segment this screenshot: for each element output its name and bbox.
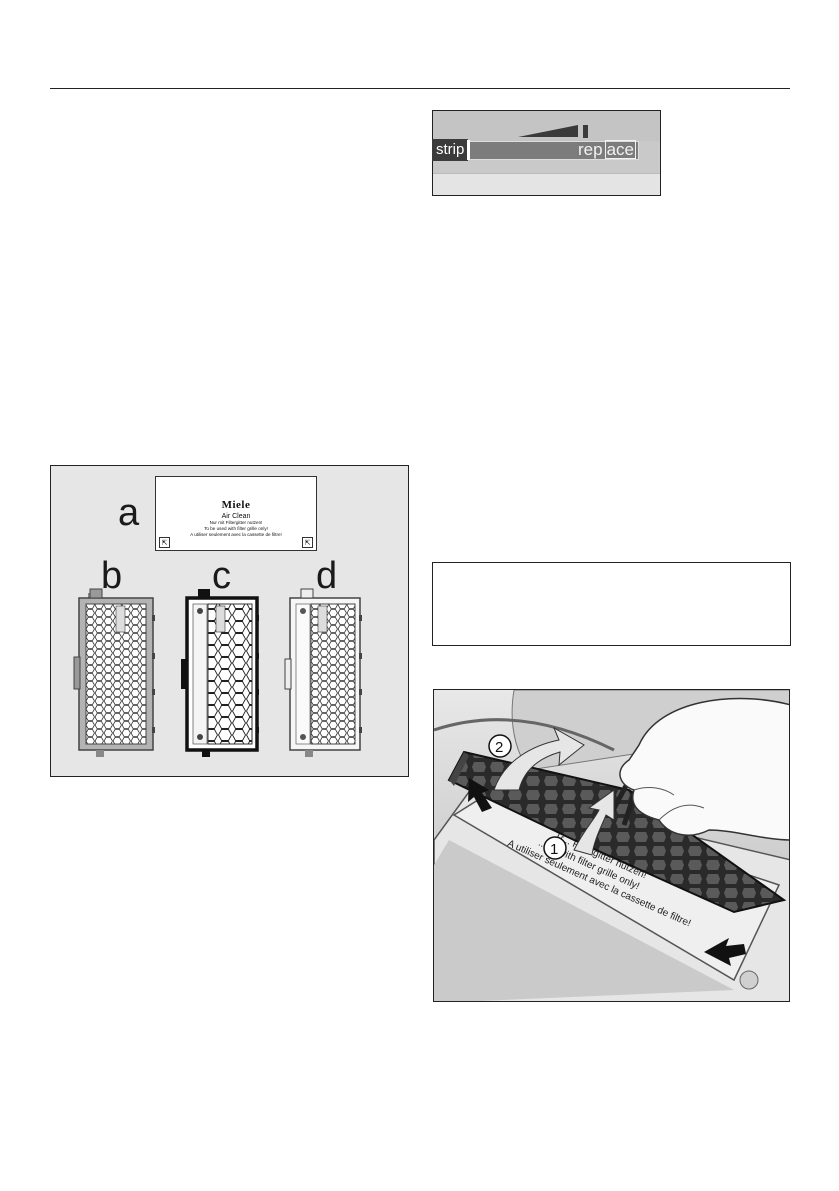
corner-arrow-icon-right: ⇱: [302, 537, 313, 548]
brand-logo: Miele: [221, 499, 251, 511]
indicator-bottom: [433, 173, 660, 195]
step-1-number: 1: [550, 841, 558, 858]
replace-text-part1: rep: [578, 140, 603, 159]
replace-text-part2: ace: [604, 140, 636, 159]
strip-marker-icon: [467, 140, 470, 160]
level-wedge-icon: [518, 125, 588, 138]
header-rule: [50, 88, 790, 89]
filter-removal-illustration: Tr... Filtergitter nutzen! ...ed with fi…: [434, 690, 789, 1001]
label-line1: Nur mit Filtergitter nutzen!: [209, 520, 263, 525]
notice-box: [432, 562, 791, 646]
cassette-d: [284, 588, 362, 757]
cassette-c: [181, 589, 259, 757]
corner-arrow-icon-left: ⇱: [159, 537, 170, 548]
step-2-number: 2: [495, 739, 503, 756]
letter-d: d: [316, 555, 338, 597]
letter-a: a: [118, 492, 140, 534]
filter-label-card: Miele Air Clean Nur mit Filtergitter nut…: [155, 476, 317, 551]
letter-c: c: [212, 555, 231, 597]
letter-b: b: [101, 555, 123, 597]
model-name: Air Clean: [221, 513, 251, 520]
filter-removal-photo: Tr... Filtergitter nutzen! ...ed with fi…: [433, 689, 790, 1002]
label-line3: A utiliser seulement avec la cassette de…: [190, 532, 282, 537]
label-line2: To be used with filter grille only!: [204, 526, 268, 531]
filter-cassettes-illustration: [73, 588, 362, 757]
strip-label: strip: [432, 139, 469, 161]
cassette-b: [73, 588, 155, 757]
